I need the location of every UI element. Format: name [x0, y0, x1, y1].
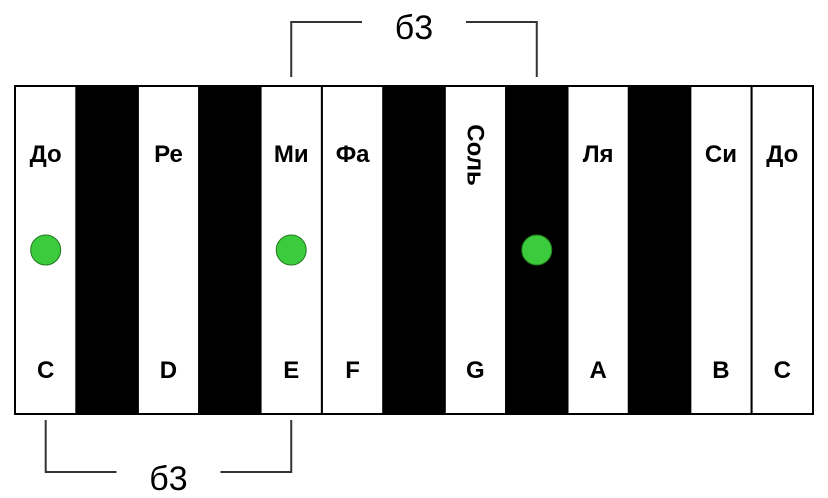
white-key-c[interactable] — [750, 85, 814, 415]
black-keys — [75, 85, 692, 415]
solfege-label: Соль — [461, 124, 488, 185]
solfege-label: Ля — [583, 141, 614, 168]
bottom-bracket-left-line — [44, 420, 117, 473]
black-key[interactable] — [198, 85, 262, 415]
top-bracket-right-line — [466, 21, 538, 77]
note-letter-label: E — [283, 357, 299, 384]
note-marker-dot — [521, 234, 553, 266]
solfege-label: Ми — [274, 141, 309, 168]
solfege-label: До — [30, 141, 62, 168]
note-letter-label: C — [37, 357, 54, 384]
top-interval-label: б3 — [395, 9, 433, 47]
white-key-b[interactable] — [689, 85, 753, 415]
solfege-label: До — [766, 141, 798, 168]
note-letter-label: A — [589, 357, 606, 384]
note-letter-label: B — [712, 357, 729, 384]
note-letter-label: C — [774, 357, 791, 384]
black-key[interactable] — [75, 85, 139, 415]
black-key[interactable] — [382, 85, 446, 415]
top-interval-bracket: б3 — [290, 9, 538, 77]
top-bracket-left-line — [290, 21, 362, 77]
bottom-interval-bracket: б3 — [44, 420, 293, 498]
note-marker-dot — [30, 234, 62, 266]
note-letter-label: D — [160, 357, 177, 384]
bottom-interval-label: б3 — [149, 460, 187, 498]
white-key-a[interactable] — [566, 85, 630, 415]
bottom-bracket-right-line — [220, 420, 293, 473]
solfege-label: Фа — [336, 141, 370, 168]
note-letter-label: F — [345, 357, 360, 384]
note-markers — [30, 234, 553, 266]
solfege-label: Ре — [154, 141, 183, 168]
note-marker-dot — [275, 234, 307, 266]
white-key-g[interactable] — [443, 85, 508, 415]
note-letter-label: G — [466, 357, 485, 384]
black-key[interactable] — [627, 85, 692, 415]
solfege-label: Си — [705, 141, 737, 168]
